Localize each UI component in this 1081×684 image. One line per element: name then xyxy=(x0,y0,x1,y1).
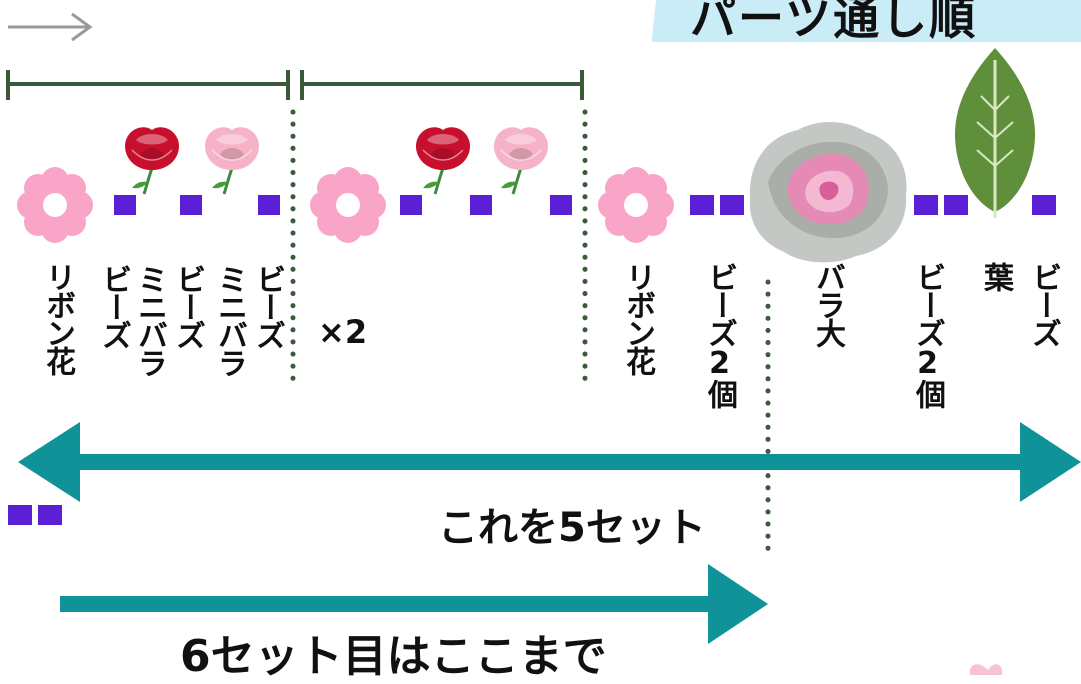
mini-rose-red-icon xyxy=(123,125,181,196)
repeat-bracket-2 xyxy=(300,70,584,100)
bow-icon xyxy=(969,664,1003,675)
bead-icon xyxy=(944,195,968,215)
mini-rose-pink-icon xyxy=(203,125,261,196)
bead-icon xyxy=(400,195,422,215)
mini-rose-red-icon xyxy=(414,125,472,196)
page-title: パーツ通し順 xyxy=(690,0,978,45)
final-arrow xyxy=(60,564,768,644)
label-beads-x2: ビーズ2個 xyxy=(910,262,945,407)
label-mini-rose: ミニバラ xyxy=(212,264,247,376)
label-ribbon-flower: リボン花 xyxy=(620,262,655,374)
ribbon-flower-icon xyxy=(598,167,674,243)
label-bead: ビーズ xyxy=(1026,262,1061,346)
label-bead: ビーズ xyxy=(250,264,285,348)
bead-icon xyxy=(180,195,202,215)
bead-icon xyxy=(914,195,938,215)
ribbon-flower-icon xyxy=(310,167,386,243)
right-arrow-icon xyxy=(8,12,93,42)
leaf-icon xyxy=(955,48,1035,218)
bead-icon xyxy=(720,195,744,215)
mini-rose-pink-icon xyxy=(492,125,550,196)
bead-icon xyxy=(470,195,492,215)
bead-icon xyxy=(690,195,714,215)
label-ribbon-flower: リボン花 xyxy=(40,262,75,374)
label-large-rose: バラ大 xyxy=(810,262,845,346)
bead-icon xyxy=(1032,195,1056,215)
label-bead: ビーズ xyxy=(96,264,131,348)
label-leaf: 葉 xyxy=(978,262,1013,290)
set-arrow xyxy=(18,422,1081,502)
label-beads-x2: ビーズ2個 xyxy=(702,262,737,407)
large-rose-icon xyxy=(749,121,907,263)
bead-icon xyxy=(114,195,136,215)
bead-icon xyxy=(550,195,572,215)
bead-icon xyxy=(8,505,32,525)
repeat-bracket-1 xyxy=(6,70,290,100)
set-count-caption: これを5セット xyxy=(438,505,706,551)
ribbon-flower-icon xyxy=(17,167,93,243)
label-bead: ビーズ xyxy=(170,264,205,348)
bead-icon xyxy=(258,195,280,215)
final-set-caption: 6セット目はここまで xyxy=(180,631,607,682)
label-mini-rose: ミニバラ xyxy=(132,264,167,376)
bead-icon xyxy=(38,505,62,525)
repeat-count-label: ×2 xyxy=(318,313,368,351)
